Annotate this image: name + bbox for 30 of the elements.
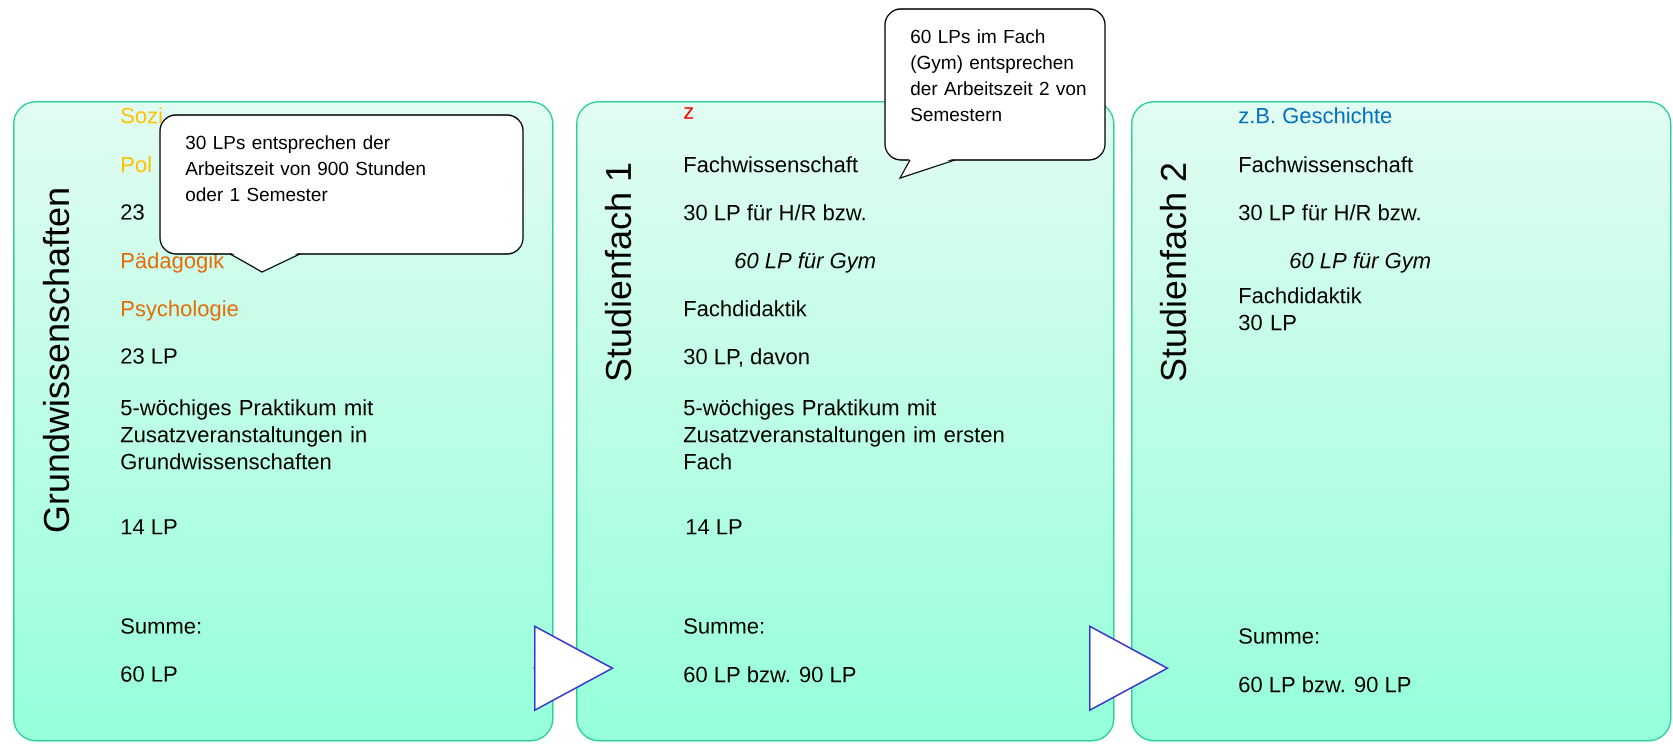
panel-text: 60 LP für Gym [1290, 252, 1430, 273]
panel-text: z [684, 107, 694, 119]
panel-text: 5-wöchiges Praktikum mit Zusatzveranstaltungen in Grundwissenschaften [120, 399, 374, 470]
panel-text: 5-wöchiges Praktikum mit Zusatzveranstaltungen im ersten Fach [683, 399, 1004, 470]
panel-text: 60 LP für Gym [735, 252, 875, 273]
panel-title: Studienfach 2 [1159, 163, 1187, 381]
panel-text: Pol [122, 156, 151, 173]
panel-text: 14 LP [686, 519, 742, 535]
panel-text: Summe: [684, 618, 764, 634]
panel-text: Sozi [121, 107, 162, 124]
panel-text: 23 [121, 204, 144, 220]
panel-text: 60 LP bzw. 90 LP [684, 666, 856, 683]
panel-text: 30 LP für H/R bzw. [684, 204, 865, 221]
panel-text: Fachwissenschaft [1240, 156, 1413, 173]
panel-text: Fachdidaktik 30 LP [1239, 287, 1362, 331]
panel-text: 60 LP [121, 666, 177, 682]
panel-text: Fachdidaktik [685, 300, 807, 317]
panel-text: Psychologie [122, 300, 238, 321]
speech-callout: 60 LPs im Fach (Gym) entsprechen der Arbeitszeit 2 von Semestern [884, 8, 1106, 180]
panel-text: 23 LP [121, 348, 177, 364]
panel-text: Summe: [1239, 628, 1319, 644]
panel-title: Grundwissenschaften [42, 189, 70, 532]
panel-text: 30 LP, davon [684, 348, 809, 367]
panel-title: Studienfach 1 [604, 163, 632, 381]
panel-text: Summe: [121, 618, 201, 634]
panel-text: Fachwissenschaft [685, 156, 858, 173]
panel-text: 14 LP [121, 519, 177, 535]
panel-text: z.B. Geschichte [1239, 107, 1392, 124]
panel-text: 60 LP bzw. 90 LP [1239, 676, 1411, 693]
panel-text: 30 LP für H/R bzw. [1239, 204, 1420, 221]
